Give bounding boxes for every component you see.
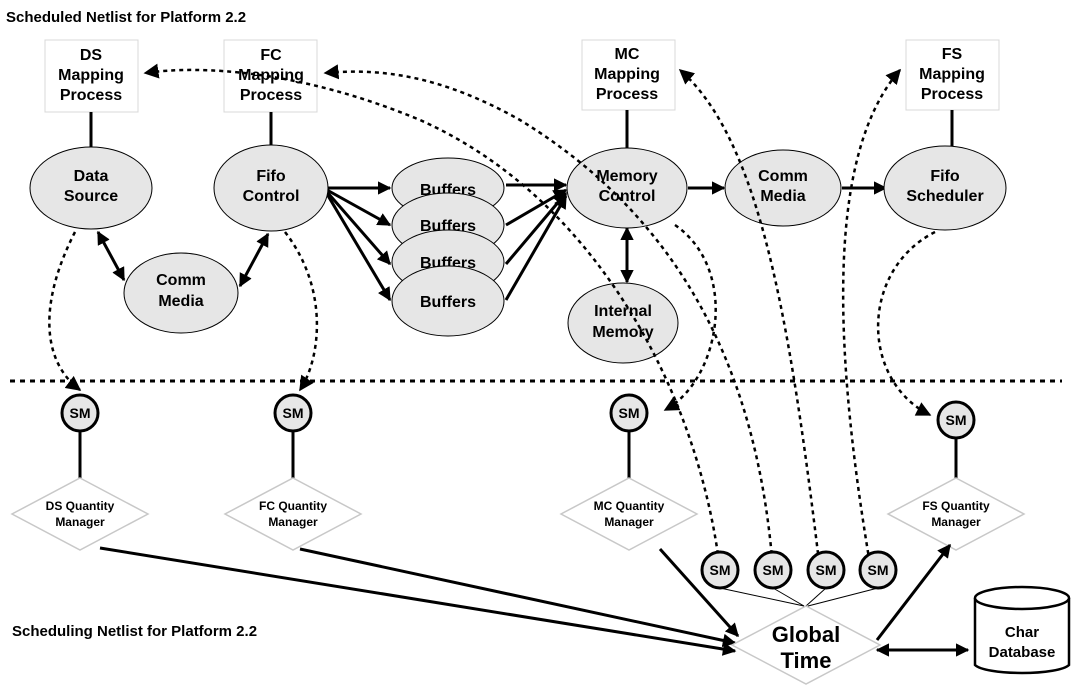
- mc-quantity-manager: MC Quantity Manager: [559, 477, 699, 551]
- svg-text:Manager: Manager: [931, 515, 981, 529]
- data-flow-arrows: [96, 178, 888, 302]
- svg-text:SM: SM: [283, 405, 304, 421]
- data-source-node: Data Source: [29, 146, 153, 230]
- svg-text:Fifo: Fifo: [930, 168, 960, 185]
- sm-mc: SM: [609, 393, 649, 433]
- svg-text:Scheduler: Scheduler: [906, 188, 983, 205]
- svg-text:Global: Global: [772, 622, 840, 647]
- svg-text:MC Quantity: MC Quantity: [594, 499, 665, 513]
- fifo-control-node: Fifo Control: [213, 144, 329, 232]
- svg-text:Database: Database: [989, 644, 1056, 661]
- svg-text:Comm: Comm: [758, 168, 808, 185]
- svg-text:Manager: Manager: [604, 515, 654, 529]
- svg-text:SM: SM: [763, 562, 784, 578]
- svg-text:Internal: Internal: [594, 303, 652, 320]
- ds-quantity-manager: DS Quantity Manager: [10, 477, 150, 551]
- svg-text:Mapping: Mapping: [58, 67, 124, 84]
- svg-text:Process: Process: [60, 87, 122, 104]
- internal-memory-node: Internal Memory: [567, 282, 679, 364]
- sm-global-4: SM: [858, 550, 898, 590]
- svg-text:Manager: Manager: [268, 515, 318, 529]
- sm-fc: SM: [273, 393, 313, 433]
- memory-control-node: Memory Control: [566, 147, 688, 229]
- svg-text:Control: Control: [599, 188, 656, 205]
- svg-text:Comm: Comm: [156, 272, 206, 289]
- svg-text:SM: SM: [946, 412, 967, 428]
- svg-text:Data: Data: [74, 168, 109, 185]
- comm-media-left-node: Comm Media: [123, 252, 239, 334]
- sm-fs: SM: [936, 400, 976, 440]
- svg-text:FC: FC: [260, 47, 282, 64]
- svg-text:Memory: Memory: [592, 324, 653, 341]
- scheduling-dashed-arrows: [48, 63, 936, 571]
- sm-qm-connectors: [78, 431, 958, 478]
- svg-text:FC Quantity: FC Quantity: [259, 499, 327, 513]
- qm-to-global-time-arrows: [99, 543, 970, 657]
- svg-text:SM: SM: [619, 405, 640, 421]
- fc-mapping-process: FC Mapping Process: [223, 39, 318, 113]
- svg-text:Media: Media: [760, 188, 805, 205]
- svg-text:Process: Process: [921, 86, 983, 103]
- svg-text:SM: SM: [868, 562, 889, 578]
- svg-text:SM: SM: [816, 562, 837, 578]
- svg-text:Memory: Memory: [596, 168, 657, 185]
- svg-text:Media: Media: [158, 293, 203, 310]
- sm-ds: SM: [60, 393, 100, 433]
- svg-text:Char: Char: [1005, 624, 1039, 641]
- buffers-node-4: Buffers: [391, 265, 505, 337]
- fs-quantity-manager: FS Quantity Manager: [886, 477, 1026, 551]
- char-database: Char Database: [973, 585, 1071, 675]
- global-time: Global Time: [730, 605, 882, 685]
- svg-text:Fifo: Fifo: [256, 168, 286, 185]
- mapping-connectors: [89, 110, 954, 150]
- sm-global-3: SM: [806, 550, 846, 590]
- mc-mapping-process: MC Mapping Process: [581, 39, 676, 111]
- svg-text:Buffers: Buffers: [420, 294, 476, 311]
- sm-global-1: SM: [700, 550, 740, 590]
- fc-quantity-manager: FC Quantity Manager: [223, 477, 363, 551]
- svg-text:DS: DS: [80, 47, 103, 64]
- svg-text:MC: MC: [615, 46, 640, 63]
- global-time-sm-connectors: [719, 587, 879, 607]
- svg-text:FS Quantity: FS Quantity: [922, 499, 990, 513]
- svg-text:Mapping: Mapping: [238, 67, 304, 84]
- svg-text:Control: Control: [243, 188, 300, 205]
- svg-text:Source: Source: [64, 188, 118, 205]
- svg-text:Process: Process: [596, 86, 658, 103]
- scheduling-netlist-title: Scheduling Netlist for Platform 2.2: [12, 623, 257, 640]
- svg-text:SM: SM: [710, 562, 731, 578]
- svg-text:Mapping: Mapping: [919, 66, 985, 83]
- fifo-scheduler-node: Fifo Scheduler: [883, 145, 1007, 231]
- svg-text:SM: SM: [70, 405, 91, 421]
- svg-text:FS: FS: [942, 46, 963, 63]
- svg-text:Mapping: Mapping: [594, 66, 660, 83]
- sm-global-2: SM: [753, 550, 793, 590]
- svg-text:DS Quantity: DS Quantity: [46, 499, 115, 513]
- svg-text:Manager: Manager: [55, 515, 105, 529]
- comm-media-right-node: Comm Media: [724, 149, 842, 227]
- fs-mapping-process: FS Mapping Process: [905, 39, 1000, 111]
- buffers-stack: Buffers Buffers Buffers Buffers: [391, 157, 505, 337]
- scheduled-netlist-title: Scheduled Netlist for Platform 2.2: [6, 9, 246, 26]
- svg-text:Time: Time: [781, 648, 832, 673]
- ds-mapping-process: DS Mapping Process: [44, 39, 139, 113]
- svg-text:Process: Process: [240, 87, 302, 104]
